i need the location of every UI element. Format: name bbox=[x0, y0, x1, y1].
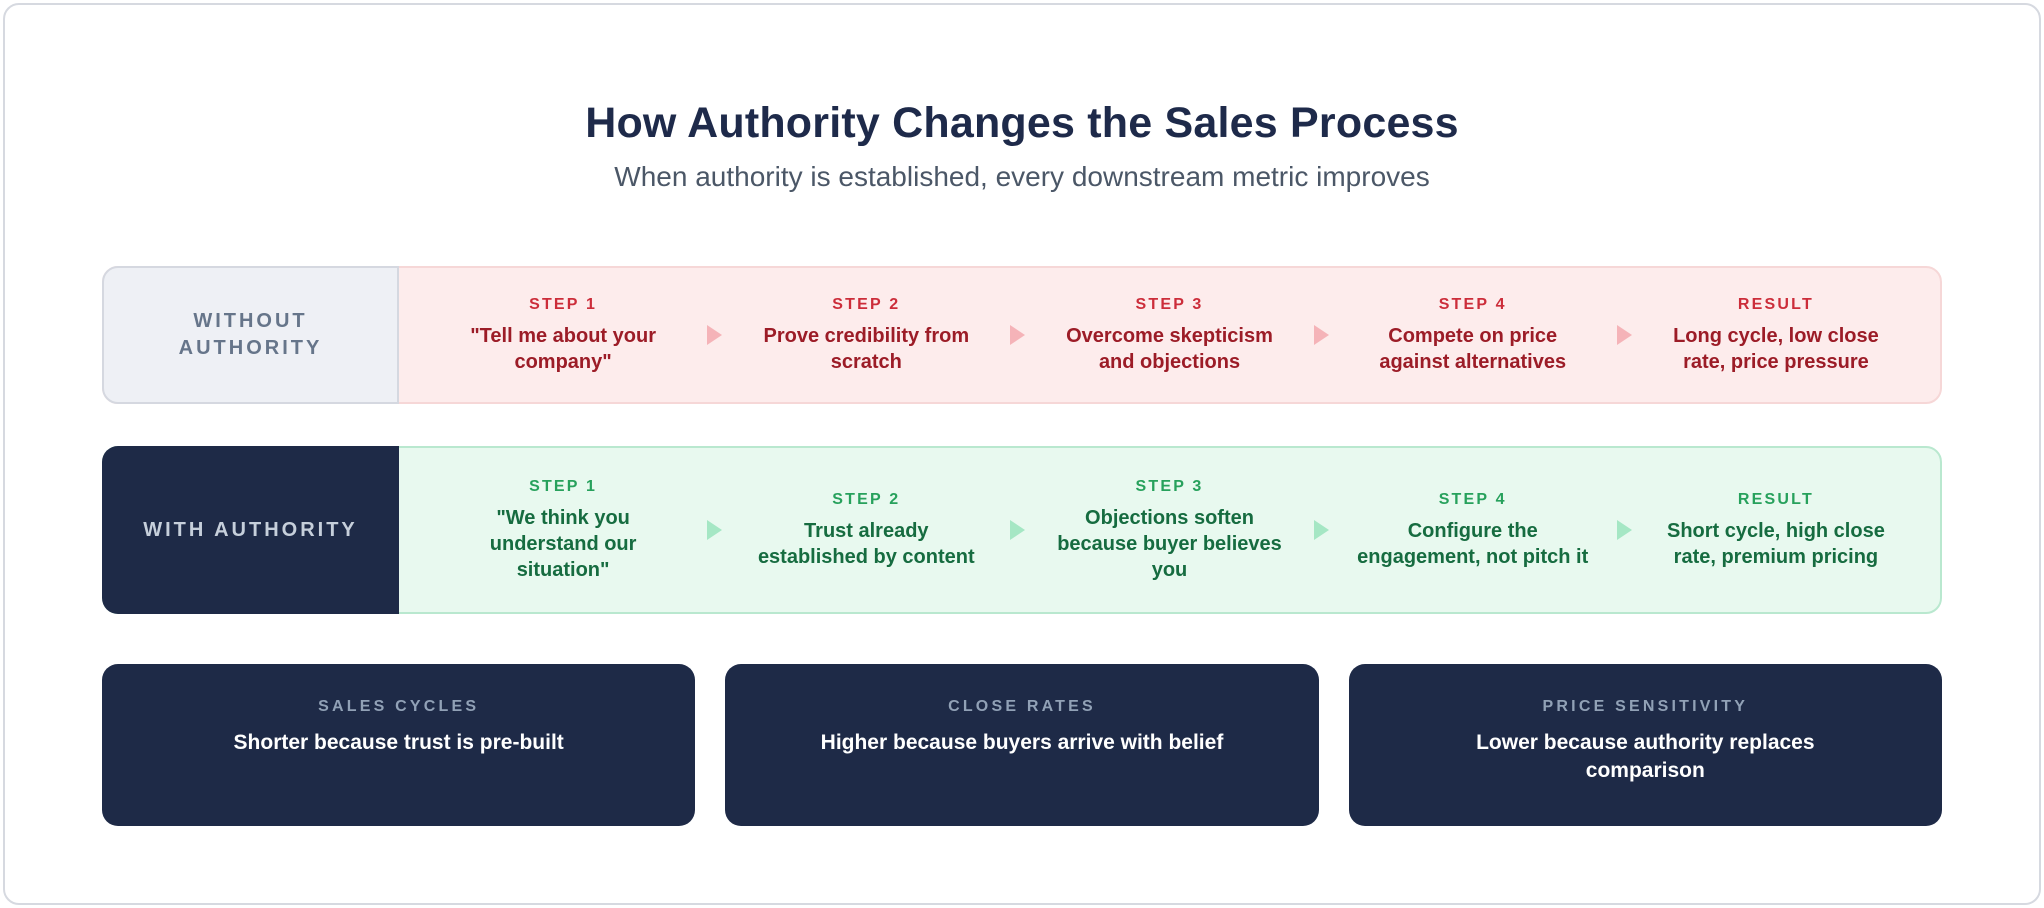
step-text: "We think you understand our situation" bbox=[489, 506, 637, 581]
step-text: Short cycle, high close rate, premium pr… bbox=[1666, 519, 1885, 568]
arrow-right-icon bbox=[1616, 520, 1632, 540]
step-text: Long cycle, low close rate, price pressu… bbox=[1673, 324, 1879, 373]
step-cell: STEP 3 Objections soften because buyer b… bbox=[1027, 478, 1311, 583]
arrow-right-icon bbox=[1313, 325, 1329, 345]
step-text: Configure the engagement, not pitch it bbox=[1357, 519, 1589, 568]
steps-track: STEP 1 "We think you understand our situ… bbox=[399, 448, 1940, 612]
step-cell: STEP 4 Configure the engagement, not pit… bbox=[1331, 491, 1615, 570]
infographic-panel: How Authority Changes the Sales Process … bbox=[3, 3, 2041, 905]
arrow-right-icon bbox=[707, 520, 723, 540]
content: WITHOUT AUTHORITY STEP 1 "Tell me about … bbox=[102, 266, 1942, 826]
step-tag: STEP 3 bbox=[1135, 295, 1204, 313]
step-tag: STEP 1 bbox=[529, 295, 598, 313]
row-label-with-authority: WITH AUTHORITY bbox=[102, 446, 399, 614]
arrow-right-icon bbox=[1010, 325, 1026, 345]
step-cell: RESULT Long cycle, low close rate, price… bbox=[1634, 296, 1918, 375]
card-tag: CLOSE RATES bbox=[948, 698, 1096, 715]
step-text: Trust already established by content bbox=[757, 519, 975, 568]
step-tag: STEP 3 bbox=[1135, 477, 1204, 495]
arrow-right-icon bbox=[1616, 325, 1632, 345]
steps-track: STEP 1 "Tell me about your company" STEP… bbox=[399, 268, 1940, 402]
step-text: Prove credibility from scratch bbox=[763, 324, 970, 373]
step-cell: STEP 3 Overcome skepticism and objection… bbox=[1027, 296, 1311, 375]
step-tag: STEP 2 bbox=[832, 295, 901, 313]
step-text: Compete on price against alternatives bbox=[1379, 324, 1567, 373]
card-text: Lower because authority replaces compari… bbox=[1476, 731, 1815, 782]
step-text: "Tell me about your company" bbox=[470, 324, 656, 373]
metric-cards: SALES CYCLES Shorter because trust is pr… bbox=[102, 664, 1942, 826]
step-tag: STEP 1 bbox=[529, 477, 598, 495]
card-text: Shorter because trust is pre-built bbox=[233, 731, 564, 754]
arrow-right-icon bbox=[707, 325, 723, 345]
process-row-without-authority: WITHOUT AUTHORITY STEP 1 "Tell me about … bbox=[102, 266, 1942, 404]
header: How Authority Changes the Sales Process … bbox=[5, 5, 2039, 193]
arrow-right-icon bbox=[1313, 520, 1329, 540]
arrow-right-icon bbox=[1010, 520, 1026, 540]
step-cell: STEP 2 Trust already established by cont… bbox=[724, 491, 1008, 570]
card-close-rates: CLOSE RATES Higher because buyers arrive… bbox=[725, 664, 1319, 826]
step-tag: RESULT bbox=[1737, 490, 1814, 508]
card-price-sensitivity: PRICE SENSITIVITY Lower because authorit… bbox=[1348, 664, 1942, 826]
step-cell: STEP 1 "We think you understand our situ… bbox=[421, 478, 705, 583]
step-cell: STEP 4 Compete on price against alternat… bbox=[1331, 296, 1615, 375]
step-cell: STEP 2 Prove credibility from scratch bbox=[724, 296, 1008, 375]
card-text: Higher because buyers arrive with belief bbox=[820, 731, 1224, 754]
card-tag: SALES CYCLES bbox=[318, 698, 480, 715]
step-tag: STEP 4 bbox=[1438, 490, 1507, 508]
step-text: Objections soften because buyer believes… bbox=[1057, 506, 1282, 581]
page-title: How Authority Changes the Sales Process bbox=[585, 99, 1459, 147]
process-row-with-authority: WITH AUTHORITY STEP 1 "We think you unde… bbox=[102, 446, 1942, 614]
step-tag: STEP 4 bbox=[1438, 295, 1507, 313]
step-cell: RESULT Short cycle, high close rate, pre… bbox=[1634, 491, 1918, 570]
step-tag: RESULT bbox=[1737, 295, 1814, 313]
row-label-without-authority: WITHOUT AUTHORITY bbox=[102, 266, 399, 404]
page-subtitle: When authority is established, every dow… bbox=[614, 161, 1430, 192]
step-text: Overcome skepticism and objections bbox=[1066, 324, 1273, 373]
step-cell: STEP 1 "Tell me about your company" bbox=[421, 296, 705, 375]
card-tag: PRICE SENSITIVITY bbox=[1542, 698, 1749, 715]
card-sales-cycles: SALES CYCLES Shorter because trust is pr… bbox=[102, 664, 696, 826]
step-tag: STEP 2 bbox=[832, 490, 901, 508]
